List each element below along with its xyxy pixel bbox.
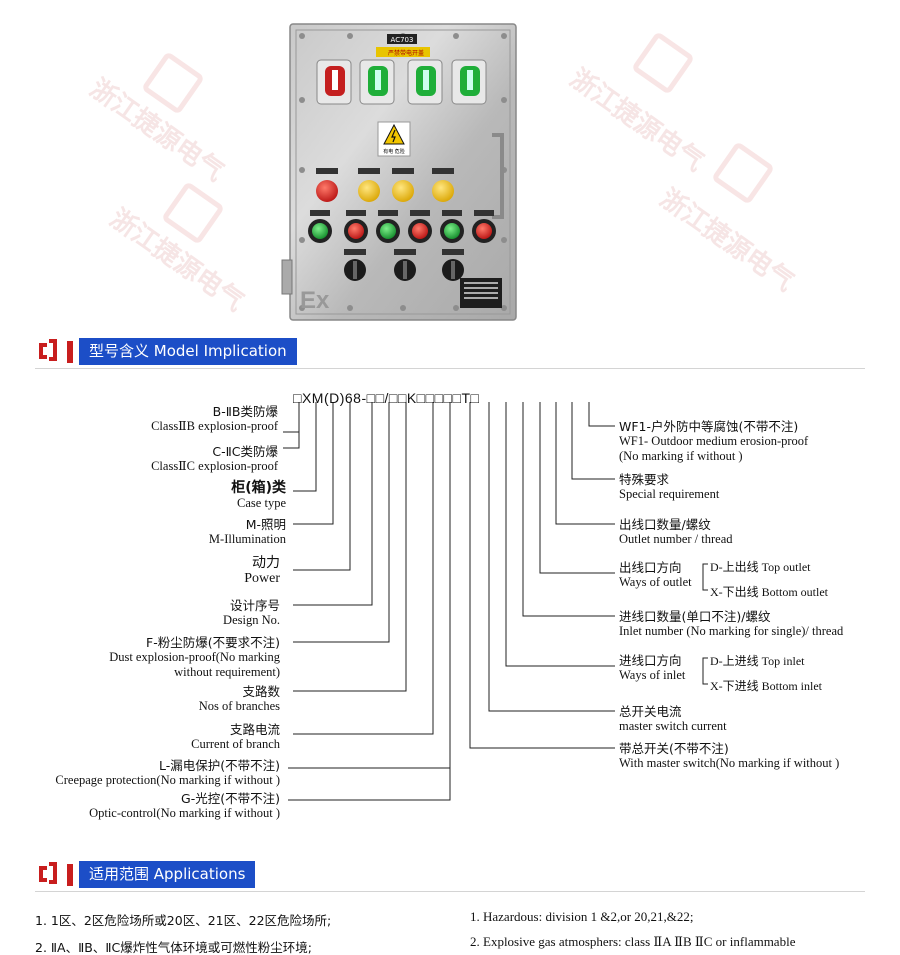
model-diagram-lines (283, 402, 708, 801)
model-code: □XM(D)68-□□/□□K□□□□□T□ (293, 390, 480, 406)
application-en-1: 1. Hazardous: division 1 &2,or 20,21,&22… (470, 909, 694, 924)
accent-bar (67, 864, 73, 886)
label-optic-control: G-光控(不带不注)Optic-control(No marking if wi… (89, 791, 280, 820)
warning-plate: 严禁带电开盖 (388, 49, 424, 57)
watermark-logo-icon (710, 140, 776, 206)
option-top-inlet: D-上进线 Top inlet (710, 654, 805, 668)
ex-mark: Ex (300, 287, 330, 314)
warning-text: 有电 危险 (383, 148, 405, 155)
application-en-2: 2. Explosive gas atmosphers: class ⅡA ⅡB… (470, 934, 796, 949)
applications-section-title: 适用范围 Applications (79, 861, 256, 888)
watermark-logo-icon (630, 30, 696, 96)
brand-logo-icon (39, 339, 57, 361)
label-dust-proof: F-粉尘防爆(不要求不注)Dust explosion-proof(No mar… (109, 635, 280, 679)
divider (35, 891, 865, 892)
model-section-title: 型号含义 Model Implication (79, 338, 297, 365)
brand-logo-icon (39, 862, 57, 884)
divider (35, 368, 865, 369)
model-section-header: 型号含义 Model Implication (35, 335, 865, 369)
label-creepage: L-漏电保护(不带不注)Creepage protection(No marki… (55, 758, 280, 787)
product-photo: AC703 严禁带电开盖 有电 危险 (280, 20, 525, 322)
option-bottom-outlet: X-下出线 Bottom outlet (710, 585, 828, 599)
accent-bar (67, 341, 73, 363)
explosion-proof-box-image: AC703 严禁带电开盖 有电 危险 (281, 23, 517, 321)
application-cn-1: 1. 1区、2区危险场所或20区、21区、22区危险场所; (35, 913, 332, 928)
label-outdoor-erosion: WF1-户外防中等腐蚀(不带不注)WF1- Outdoor medium ero… (619, 419, 809, 463)
label-master-switch: 带总开关(不带不注)With master switch(No marking … (619, 741, 840, 770)
applications-section-header: 适用范围 Applications (35, 858, 865, 892)
panel-tag: AC703 (391, 36, 414, 44)
option-bottom-inlet: X-下进线 Bottom inlet (710, 679, 822, 693)
watermark-text: 浙江捷源电气 (564, 63, 710, 178)
application-cn-2: 2. ⅡA、ⅡB、ⅡC爆炸性气体环境或可燃性粉尘环境; (35, 940, 312, 955)
option-top-outlet: D-上出线 Top outlet (710, 560, 811, 574)
watermark-text: 浙江捷源电气 (654, 183, 800, 298)
